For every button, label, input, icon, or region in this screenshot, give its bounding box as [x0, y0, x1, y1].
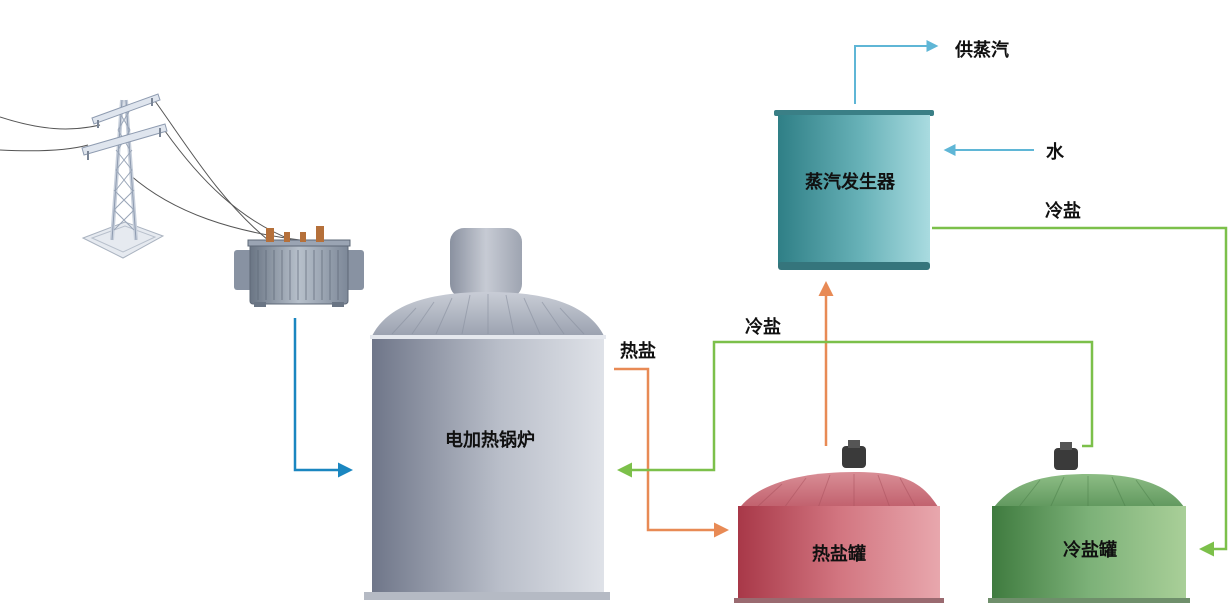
cold-salt-to-boiler-arrow	[617, 340, 1094, 478]
hot-salt-to-tank-arrow	[614, 367, 729, 538]
power-supply-arrow	[293, 318, 353, 478]
boiler-label: 电加热锅炉	[445, 429, 535, 451]
steam-generator: 蒸汽发生器	[774, 110, 934, 270]
transmission-tower	[0, 93, 331, 259]
electric-boiler: 电加热锅炉	[364, 228, 610, 600]
hot-salt-tank-label: 热盐罐	[812, 543, 866, 565]
hot-salt-label: 热盐	[620, 340, 656, 362]
cold-salt-label-middle: 冷盐	[745, 316, 781, 338]
transformer	[234, 226, 364, 307]
cold-salt-to-tank-arrow	[932, 226, 1228, 557]
steam-supply-arrow	[854, 40, 939, 104]
water-in-label: 水	[1046, 141, 1065, 163]
steam-generator-label: 蒸汽发生器	[805, 171, 896, 193]
steam-supply-label: 供蒸汽	[954, 39, 1009, 61]
cold-salt-label-top: 冷盐	[1045, 200, 1081, 222]
cold-salt-tank: 冷盐罐	[988, 442, 1190, 603]
cold-salt-tank-label: 冷盐罐	[1063, 539, 1117, 561]
hot-salt-tank: 热盐罐	[734, 440, 944, 603]
